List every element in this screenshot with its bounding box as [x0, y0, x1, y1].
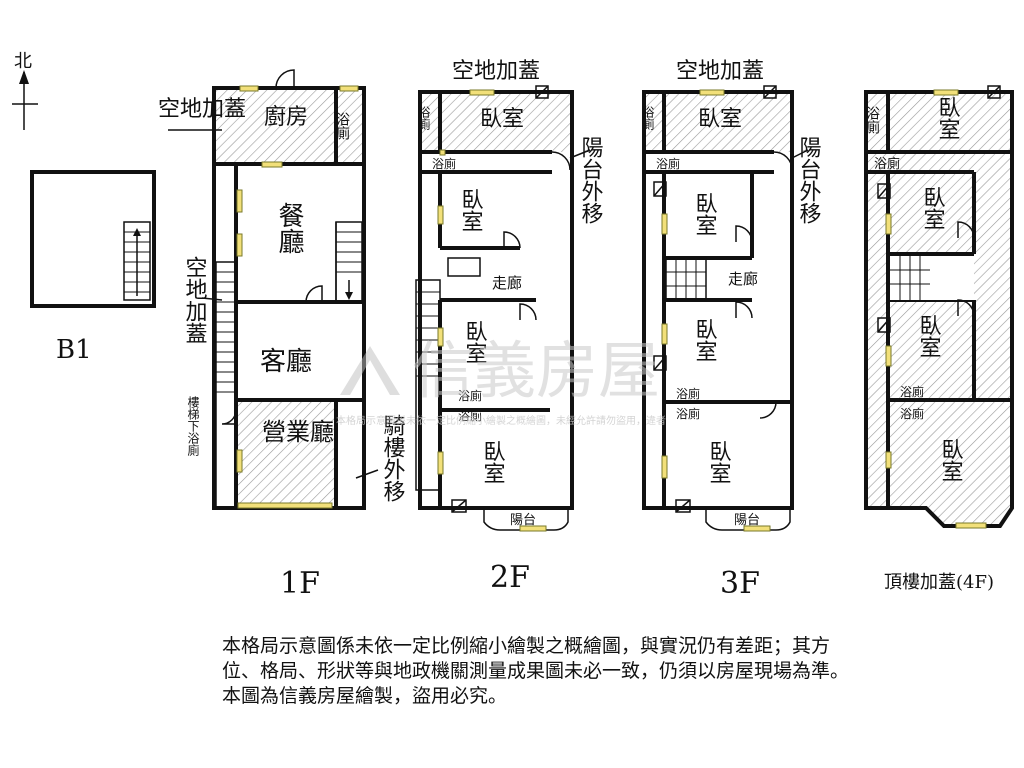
f2-bath-mid-label: 浴廁: [432, 156, 456, 171]
f2-bath-a-label: 浴廁: [458, 388, 482, 403]
floor-4-plan: [864, 85, 1014, 529]
f4-bed-3-label: 臥室: [916, 314, 941, 358]
watermark-fine-print: 本格局示意圖係未依一定比例縮小繪製之概繪圖，未經允許請勿盜用，違者: [336, 414, 666, 427]
f3-bath-b-label: 浴廁: [676, 406, 700, 421]
f1-business-label: 營業廳: [262, 418, 334, 446]
f4-bath-a-label: 浴廁: [900, 384, 924, 399]
f4-floor-label: 頂樓加蓋(4F): [884, 572, 994, 593]
f1-annot-side-extension: 空地加蓋: [182, 256, 208, 344]
north-arrow-icon: [12, 70, 38, 130]
f3-bed-2-label: 臥室: [692, 192, 717, 236]
f2-bed-top-label: 臥室: [480, 107, 524, 132]
disclaimer-note: 本格局示意圖係未依一定比例縮小繪製之概繪圖，與實況仍有差距；其方 位、格局、形狀…: [222, 634, 992, 709]
f1-kitchen-label: 廚房: [264, 105, 308, 130]
f3-bed-4-label: 臥室: [706, 440, 731, 484]
b1-label: B1: [56, 335, 92, 365]
f1-annot-stair-bath: 樓梯下浴廁: [186, 395, 200, 457]
brand-logo-icon: [340, 346, 400, 395]
compass-north-label: 北: [14, 51, 32, 72]
f2-bed-2-label: 臥室: [458, 188, 483, 232]
floor-1-plan: [212, 69, 366, 510]
f4-bath-mid-label: 浴廁: [874, 156, 900, 172]
f2-bed-3-label: 臥室: [462, 320, 487, 364]
disclaimer-line-2: 位、格局、形狀等與地政機關測量成果圖未必一致，仍須以房屋現場為準。: [222, 660, 850, 682]
f3-floor-label: 3F: [720, 566, 760, 601]
f1-bath-label: 浴廁: [334, 112, 350, 140]
f2-bath-b-label: 浴廁: [458, 408, 482, 423]
b1-plan: [30, 170, 156, 308]
f3-bed-3-label: 臥室: [692, 318, 717, 362]
f3-bath-mid-label: 浴廁: [656, 156, 680, 171]
floor-2-plan: [415, 85, 574, 532]
f1-annot-top-extension: 空地加蓋: [158, 97, 246, 122]
f1-dining-label: 餐廳: [274, 202, 304, 254]
f2-top-extension: 空地加蓋: [452, 59, 540, 84]
f2-corridor-label: 走廊: [492, 274, 522, 292]
f3-annot-balcony-moved: 陽台外移: [796, 136, 822, 224]
f1-annot-arcade: 騎樓外移: [380, 414, 406, 502]
disclaimer-line-1: 本格局示意圖係未依一定比例縮小繪製之概繪圖，與實況仍有差距；其方: [222, 635, 831, 657]
floor-3-plan: [642, 85, 794, 532]
f3-bath-a-label: 浴廁: [676, 386, 700, 401]
f4-bath-top-label: 浴廁: [864, 106, 880, 134]
disclaimer-line-3: 本圖為信義房屋繪製，盜用必究。: [222, 685, 508, 707]
f2-bed-4-label: 臥室: [480, 440, 505, 484]
f2-floor-label: 2F: [490, 560, 530, 595]
f1-floor-label: 1F: [280, 566, 320, 601]
f3-balcony-label: 陽台: [734, 513, 760, 528]
f3-bed-top-label: 臥室: [698, 107, 742, 132]
watermark-brand: 信義房屋: [412, 334, 660, 407]
f1-living-label: 客廳: [260, 347, 312, 377]
f3-top-extension: 空地加蓋: [676, 59, 764, 84]
f2-balcony-label: 陽台: [510, 513, 536, 528]
f2-annot-balcony-moved: 陽台外移: [578, 136, 604, 224]
f2-bath-top-label: 浴廁: [417, 106, 431, 131]
f4-bath-b-label: 浴廁: [900, 406, 924, 421]
f3-corridor-label: 走廊: [728, 270, 758, 288]
f4-bed-2-label: 臥室: [920, 186, 945, 230]
f4-bed-4-label: 臥室: [938, 438, 963, 482]
f4-bed-top-label: 臥室: [935, 96, 960, 140]
f3-bath-top-label: 浴廁: [641, 106, 655, 131]
